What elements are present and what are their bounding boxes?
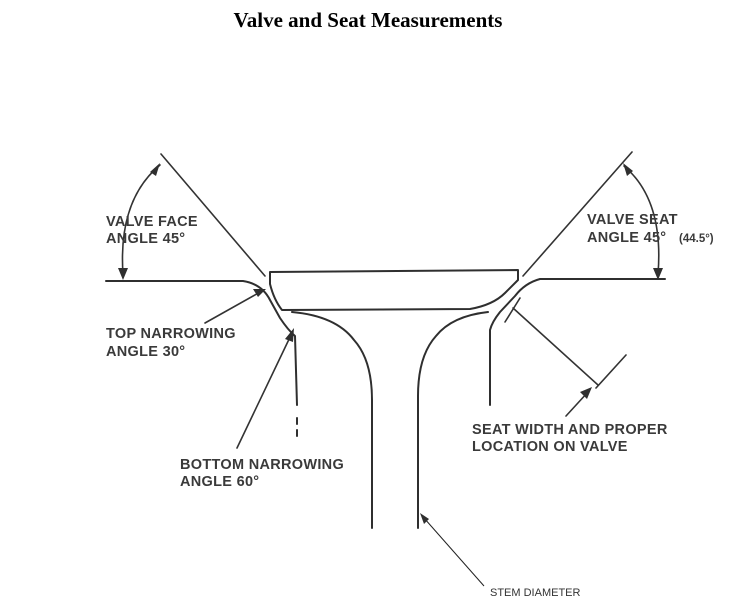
- seat-width-label-line1: SEAT WIDTH AND PROPER: [472, 422, 668, 438]
- valve-seat-alt-angle: (44.5°): [679, 233, 714, 245]
- valve-face-label-line2: ANGLE 45°: [106, 231, 185, 247]
- valve-stem-right: [417, 311, 489, 529]
- valve-stem-left: [291, 311, 373, 529]
- top-narrowing-label-line2: ANGLE 30°: [106, 344, 185, 360]
- stem-diameter-label: STEM DIAMETER: [490, 587, 581, 599]
- top-narrowing-label-line1: TOP NARROWING: [106, 326, 236, 342]
- valve-seat-label-line2: ANGLE 45°: [587, 230, 666, 246]
- arrowhead: [285, 328, 294, 342]
- left-seat-profile: [105, 280, 298, 406]
- arrowhead: [253, 289, 266, 297]
- valve-head: [269, 269, 519, 311]
- seat-width-tick: [595, 354, 627, 389]
- seat-width-tick: [504, 297, 521, 323]
- valve-face-angle-line: [160, 153, 266, 277]
- valve-face-angle-arc: [121, 164, 161, 275]
- valve-seat-angle-arc: [623, 165, 660, 275]
- arrowhead: [653, 268, 663, 280]
- arrowhead: [150, 163, 160, 176]
- top-narrowing-leader: [204, 290, 263, 324]
- bottom-narrowing-leader: [236, 332, 293, 449]
- valve-seat-label-line1: VALVE SEAT: [587, 212, 678, 228]
- seat-width-dimension-line: [512, 307, 599, 386]
- bottom-narrowing-label-line1: BOTTOM NARROWING: [180, 457, 344, 473]
- valve-face-label-line1: VALVE FACE: [106, 214, 198, 230]
- arrowhead: [420, 513, 429, 524]
- bottom-narrowing-label-line2: ANGLE 60°: [180, 474, 259, 490]
- right-seat-profile: [489, 278, 666, 406]
- valve-seat-angle-line: [522, 151, 633, 277]
- arrowhead: [623, 163, 633, 176]
- page-title: Valve and Seat Measurements: [233, 8, 503, 32]
- stem-diameter-leader: [423, 517, 485, 587]
- seat-width-label-line2: LOCATION ON VALVE: [472, 439, 628, 455]
- arrowhead: [118, 268, 128, 280]
- arrowhead: [580, 387, 592, 399]
